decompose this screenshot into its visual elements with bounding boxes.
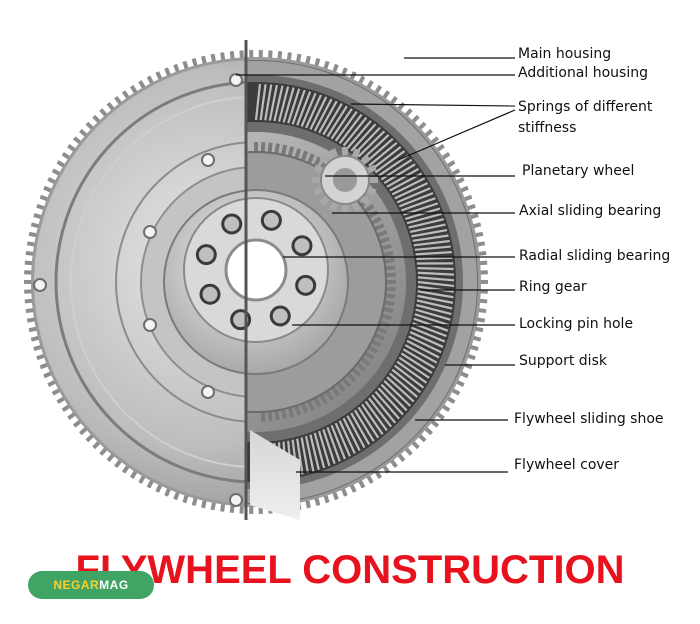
rivet: [144, 319, 156, 331]
label-main-housing: Main housing: [518, 45, 611, 63]
label-flywheel-cover: Flywheel cover: [514, 456, 619, 474]
label-springs-line2: stiffness: [518, 119, 576, 137]
label-support-disk: Support disk: [519, 352, 607, 370]
hub-bolt: [297, 276, 315, 294]
rivet: [34, 279, 46, 291]
hub-bolt: [223, 215, 241, 233]
label-springs-line1: Springs of different: [518, 98, 652, 116]
label-locking-pin-hole: Locking pin hole: [519, 315, 633, 333]
rivet: [202, 154, 214, 166]
label-radial-sliding-bearing: Radial sliding bearing: [519, 247, 670, 265]
planet-axle: [333, 168, 357, 192]
center-bore: [226, 240, 286, 300]
rivet: [230, 494, 242, 506]
rivet: [144, 226, 156, 238]
hub-bolt: [201, 285, 219, 303]
spring-coil: [417, 268, 453, 269]
hub-bolt: [197, 246, 215, 264]
hub-bolt: [271, 307, 289, 325]
label-ring-gear: Ring gear: [519, 278, 587, 296]
label-additional-housing: Additional housing: [518, 64, 648, 82]
spring-coil: [416, 258, 452, 259]
planetary-wheel: [312, 147, 378, 213]
watermark-part2: MAG: [99, 578, 129, 592]
rivet: [202, 386, 214, 398]
rivet: [230, 74, 242, 86]
watermark-part1: NEGAR: [53, 578, 99, 592]
label-planetary-wheel: Planetary wheel: [522, 162, 634, 180]
hub-bolt: [262, 211, 280, 229]
label-flywheel-sliding-shoe: Flywheel sliding shoe: [514, 410, 664, 428]
hub-bolt: [293, 237, 311, 255]
label-axial-sliding-bearing: Axial sliding bearing: [519, 202, 661, 220]
